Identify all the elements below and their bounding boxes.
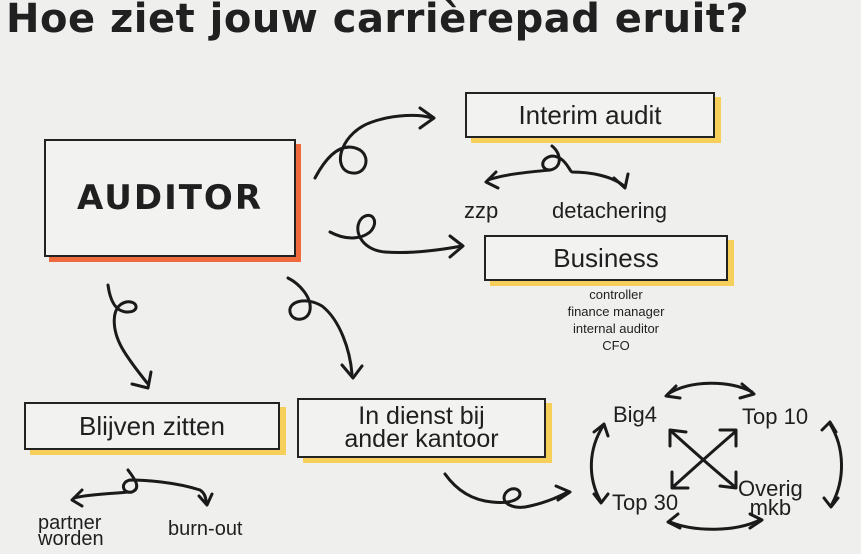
auditor-box: AUDITOR bbox=[44, 139, 296, 257]
in-dienst-box: In dienst bij ander kantoor bbox=[297, 398, 546, 458]
arrowhead-big4-top30-a bbox=[592, 422, 610, 438]
page-title: Hoe ziet jouw carrièrepad eruit? bbox=[6, 0, 750, 42]
arrowhead-top30-overig-b bbox=[748, 512, 764, 530]
arrow-to-blijven bbox=[106, 283, 150, 386]
arrow-top10-overig bbox=[828, 422, 843, 506]
arrow-top30-overig bbox=[668, 518, 762, 531]
arrowhead-in-dienst bbox=[340, 363, 364, 380]
firm-big4: Big4 bbox=[613, 402, 658, 427]
role-cfo: CFO bbox=[602, 338, 630, 353]
arrowhead-big4-top30-b bbox=[592, 492, 610, 505]
arrowhead-burn-out bbox=[197, 492, 214, 507]
option-burn-out: burn-out bbox=[168, 518, 243, 540]
arrow-to-interim bbox=[313, 113, 434, 180]
arrowhead-top10-overig-a bbox=[820, 420, 838, 434]
arrow-to-business bbox=[328, 213, 464, 255]
arrow-big4-top30 bbox=[589, 424, 605, 502]
blijven-zitten-box: Blijven zitten bbox=[24, 402, 280, 450]
arrowhead-zzp bbox=[484, 170, 500, 190]
arrowhead-big4-top10-a bbox=[664, 384, 682, 400]
arrow-cross-2 bbox=[672, 430, 737, 488]
interim-audit-box: Interim audit bbox=[465, 92, 715, 138]
option-partner-worden: partner worden bbox=[38, 512, 104, 550]
arrow-to-zzp bbox=[486, 168, 552, 182]
arrowhead-interim bbox=[418, 106, 436, 130]
business-box: Business bbox=[484, 235, 728, 281]
arrow-interim-split bbox=[541, 144, 626, 188]
arrow-to-partner bbox=[72, 490, 130, 500]
role-controller: controller bbox=[589, 287, 643, 302]
arrowhead-cross-2a bbox=[718, 428, 738, 448]
arrowhead-top10-overig-b bbox=[822, 496, 840, 509]
firm-top30: Top 30 bbox=[612, 490, 679, 515]
role-internal-auditor: internal auditor bbox=[573, 321, 659, 336]
arrowhead-partner bbox=[70, 488, 84, 508]
blijven-zitten-label: Blijven zitten bbox=[79, 411, 225, 441]
in-dienst-label: In dienst bij ander kantoor bbox=[344, 402, 499, 453]
arrowhead-cross-1b bbox=[718, 470, 738, 490]
role-finance-manager: finance manager bbox=[567, 304, 665, 319]
arrowhead-top30-overig-a bbox=[666, 512, 682, 530]
option-detachering: detachering bbox=[552, 198, 667, 223]
arrowhead-big4-top10-b bbox=[738, 382, 756, 400]
arrowhead-business bbox=[448, 234, 465, 259]
arrow-blijven-split bbox=[122, 468, 208, 504]
arrowhead-detachering bbox=[612, 172, 630, 190]
interim-audit-label: Interim audit bbox=[518, 100, 662, 130]
arrow-to-firms bbox=[443, 472, 570, 509]
business-label: Business bbox=[553, 243, 659, 273]
arrowhead-cross-2b bbox=[670, 470, 690, 490]
arrow-big4-top10 bbox=[666, 381, 754, 396]
arrow-to-in-dienst bbox=[286, 276, 354, 376]
firm-top10: Top 10 bbox=[742, 404, 809, 429]
option-zzp: zzp bbox=[464, 198, 499, 223]
auditor-label: AUDITOR bbox=[76, 178, 264, 218]
firm-overig-mkb: Overig mkb bbox=[738, 476, 803, 520]
arrowhead-firms bbox=[554, 484, 572, 502]
arrowhead-blijven bbox=[130, 370, 153, 390]
arrowhead-cross-1a bbox=[668, 428, 688, 448]
